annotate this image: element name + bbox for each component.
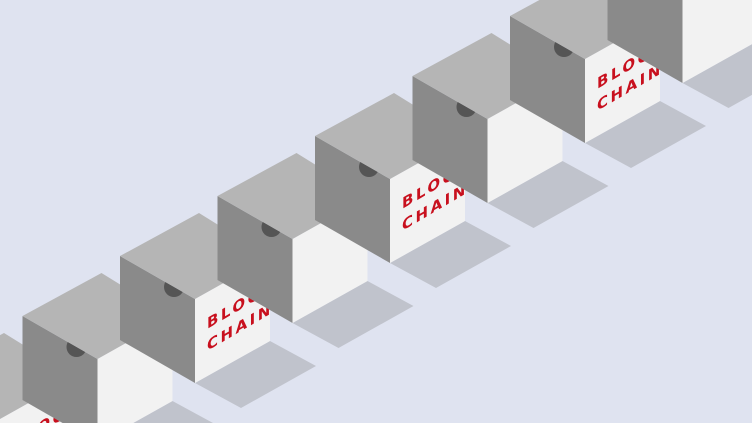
cube-left-face <box>510 16 585 143</box>
cube-shadow <box>195 341 316 408</box>
cube-shadow <box>133 401 213 423</box>
cube-shadow <box>487 161 609 228</box>
cube-shadow <box>682 44 752 108</box>
cube-left-face <box>217 196 293 323</box>
cube-left-face <box>412 76 488 203</box>
cube-left-face <box>22 316 98 423</box>
cube-left-face <box>315 136 390 263</box>
cube-left-face <box>607 0 683 83</box>
cube-right-face <box>682 0 752 83</box>
cube-8 <box>607 0 752 83</box>
cube-shadow <box>292 281 414 348</box>
cube-left-face <box>120 256 195 383</box>
cube-shadow <box>585 101 706 168</box>
shadow-layer <box>133 44 752 423</box>
cube-shadow <box>390 221 511 288</box>
